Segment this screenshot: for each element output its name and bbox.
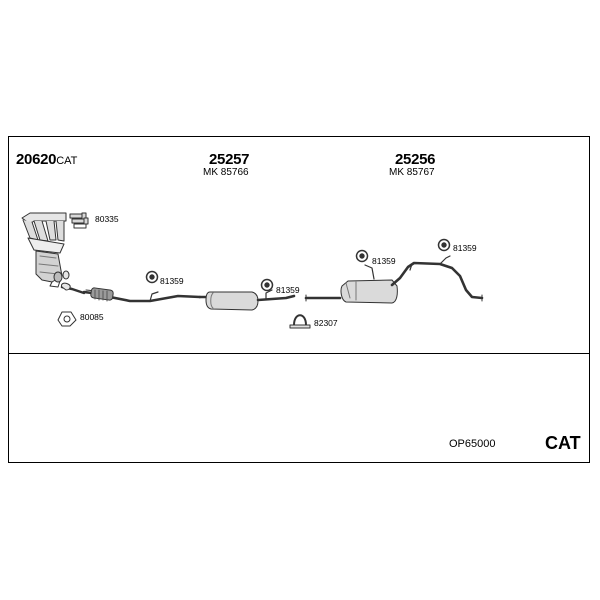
middle-silencer	[198, 289, 296, 311]
kit-code: OP65000	[449, 438, 496, 450]
bolts-manifold-icon	[69, 212, 89, 229]
middle-silencer-number: 25257	[209, 151, 250, 168]
rubber-mount-1-label: 81359	[160, 276, 184, 286]
middle-silencer-kit: MK 85766	[203, 167, 249, 178]
bolts-manifold-label: 80335	[95, 214, 119, 224]
manifold-part-number: 20620CAT	[16, 152, 77, 167]
diagram-frame	[8, 136, 590, 463]
rubber-mount-1-icon	[145, 270, 159, 284]
rubber-mount-3-icon	[355, 249, 369, 263]
cat-badge: CAT	[545, 433, 581, 453]
rubber-mount-4-label: 81359	[453, 243, 477, 253]
rubber-mount-3-label: 81359	[372, 256, 396, 266]
rear-silencer	[304, 255, 484, 304]
rubber-mount-4-icon	[437, 238, 451, 252]
rear-silencer-number: 25256	[395, 151, 436, 168]
rubber-mount-2-icon	[260, 278, 274, 292]
manifold-suffix: CAT	[56, 155, 78, 167]
clamp-label: 82307	[314, 318, 338, 328]
gasket-front-label: 80085	[80, 312, 104, 322]
manifold-number: 20620	[16, 151, 57, 168]
rear-silencer-kit: MK 85767	[389, 167, 435, 178]
manifold-catalyst	[21, 212, 70, 288]
gasket-front-icon	[57, 311, 77, 327]
rubber-mount-2-label: 81359	[276, 285, 300, 295]
clamp-icon	[289, 314, 311, 329]
front-pipe	[60, 282, 202, 303]
frame-divider	[8, 353, 590, 354]
